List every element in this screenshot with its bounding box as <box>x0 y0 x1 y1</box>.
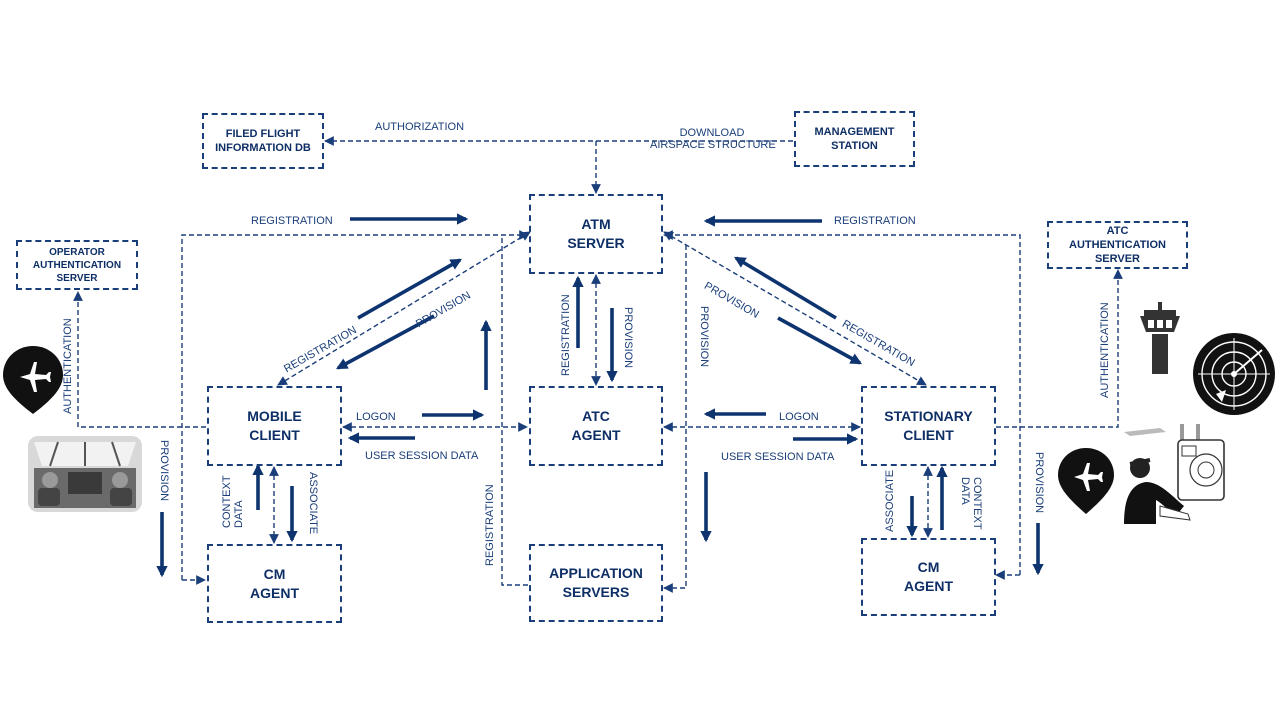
cockpit-image <box>28 436 142 512</box>
mobile-client-box: MOBILE CLIENT <box>207 386 342 466</box>
provision-far-left-label: PROVISION <box>158 440 170 502</box>
mobile-client-label: MOBILE CLIENT <box>247 408 302 443</box>
context-data-right-label: CONTEXT DATA <box>959 477 983 530</box>
filed-flight-info-db-box: FILED FLIGHT INFORMATION DB <box>202 113 324 169</box>
user-session-right-label: USER SESSION DATA <box>721 451 835 463</box>
provision-far-right-label: PROVISION <box>1033 452 1045 514</box>
mobile-atm-diagonal <box>277 231 531 386</box>
cm-agent-left-label: CM AGENT <box>250 565 299 601</box>
atm-server-label: ATM SERVER <box>567 216 625 251</box>
download-airspace-label: DOWNLOAD AIRSPACE STRUCTURE <box>650 127 776 151</box>
filed-flight-label: FILED FLIGHT INFORMATION DB <box>215 128 311 154</box>
registration-atm-atc-label: REGISTRATION <box>560 294 572 376</box>
management-station-box: MANAGEMENT STATION <box>794 111 915 167</box>
atm-stationary-diagonal <box>663 231 927 386</box>
cm-agent-left-box: CM AGENT <box>207 544 342 623</box>
controller-illustration <box>1124 424 1225 524</box>
atc-agent-label: ATC AGENT <box>571 408 621 443</box>
logon-right-label: LOGON <box>779 411 819 423</box>
management-station-label: MANAGEMENT STATION <box>814 126 895 152</box>
operator-auth-server-box: OPERATOR AUTHENTICATION SERVER <box>16 240 138 290</box>
registration-left-connector <box>181 230 529 580</box>
reg-diag-left-arrow <box>357 258 463 320</box>
radar-icon <box>1193 333 1275 415</box>
registration-left-vertical-label: REGISTRATION <box>484 484 496 566</box>
logon-left-label: LOGON <box>356 411 396 423</box>
app-provision-connector <box>663 245 687 593</box>
context-data-left-label: CONTEXT DATA <box>221 475 245 528</box>
application-servers-box: APPLICATION SERVERS <box>529 544 663 622</box>
application-servers-label: APPLICATION SERVERS <box>549 565 643 600</box>
associate-left-label: ASSOCIATE <box>307 472 319 535</box>
authorization-label: AUTHORIZATION <box>375 121 465 133</box>
prov-diag-left-arrow <box>335 314 435 370</box>
control-tower-icon <box>1140 302 1180 374</box>
reg-diag-right-arrow <box>734 256 837 320</box>
provision-right-vertical-label: PROVISION <box>698 306 710 368</box>
operator-auth-connector <box>73 291 206 428</box>
stationary-client-label: STATIONARY CLIENT <box>884 408 973 443</box>
authentication-right-label: AUTHENTICATION <box>1099 302 1111 398</box>
atc-auth-label: ATC AUTHENTICATION SERVER <box>1069 225 1166 265</box>
app-registration-connector <box>501 235 528 586</box>
atm-server-box: ATM SERVER <box>529 194 663 274</box>
airplane-pin-icon <box>3 346 63 414</box>
provision-atm-atc-label: PROVISION <box>622 307 634 369</box>
atc-auth-connector <box>996 269 1123 428</box>
operator-auth-label: OPERATOR AUTHENTICATION SERVER <box>32 246 122 284</box>
stationary-client-box: STATIONARY CLIENT <box>861 386 996 466</box>
dashed-connectors <box>73 136 1123 593</box>
atc-auth-server-box: ATC AUTHENTICATION SERVER <box>1047 221 1188 269</box>
bold-arrows <box>156 213 1044 578</box>
associate-right-label: ASSOCIATE <box>884 469 896 532</box>
prov-diag-right-arrow <box>777 316 863 365</box>
registration-top-left-label: REGISTRATION <box>251 215 333 227</box>
cm-agent-right-label: CM AGENT <box>904 559 953 594</box>
user-session-left-label: USER SESSION DATA <box>365 450 479 462</box>
registration-top-right-label: REGISTRATION <box>834 215 916 227</box>
airplane-pin-icon <box>1058 448 1114 514</box>
atc-agent-box: ATC AGENT <box>529 386 663 466</box>
cm-agent-right-box: CM AGENT <box>861 538 996 616</box>
